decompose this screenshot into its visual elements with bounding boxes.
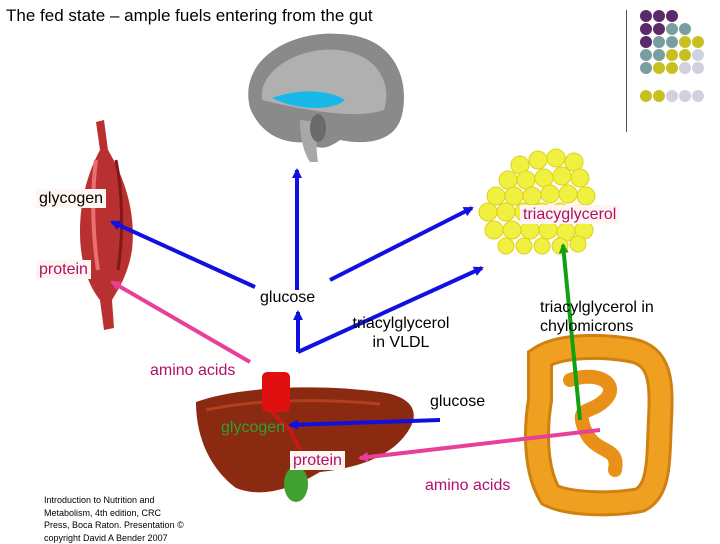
arrow-amino-acids-to-muscle bbox=[112, 282, 250, 362]
arrow-glucose-to-adipose bbox=[330, 208, 472, 280]
label-tag-chylo-line1: triacylglycerol in bbox=[540, 298, 654, 317]
label-tag-vldl-line1: triacylglycerol bbox=[336, 314, 466, 333]
label-glycogen-muscle: glycogen bbox=[36, 189, 106, 208]
label-tag-vldl-line2: in VLDL bbox=[336, 333, 466, 352]
credit-line3: Press, Boca Raton. Presentation © bbox=[44, 519, 204, 532]
label-glycogen-liver: glycogen bbox=[218, 418, 288, 437]
label-tag-chylomicrons: triacylglycerol in chylomicrons bbox=[540, 298, 654, 336]
adipose-tissue-illustration bbox=[479, 149, 595, 254]
label-glucose-upper: glucose bbox=[260, 288, 315, 307]
label-glucose-lower: glucose bbox=[430, 392, 485, 411]
label-amino-acids-lower: amino acids bbox=[425, 476, 510, 495]
arrow-glucose-to-muscle-glycogen bbox=[112, 222, 255, 287]
brain-illustration bbox=[248, 34, 404, 162]
liver-illustration bbox=[196, 372, 414, 502]
intestine-illustration bbox=[537, 347, 661, 503]
label-triacylglycerol-adipose: triacyglycerol bbox=[520, 205, 619, 224]
label-tag-vldl: triacylglycerol in VLDL bbox=[336, 314, 466, 352]
label-protein-muscle: protein bbox=[36, 260, 91, 279]
label-protein-liver: protein bbox=[290, 451, 345, 470]
credit-line2: Metabolism, 4th edition, CRC bbox=[44, 507, 204, 520]
credit-line1: Introduction to Nutrition and bbox=[44, 494, 204, 507]
credit-line4: copyright David A Bender 2007 bbox=[44, 532, 204, 544]
muscle-illustration bbox=[80, 120, 133, 330]
credit-text: Introduction to Nutrition and Metabolism… bbox=[44, 494, 204, 544]
label-amino-acids-upper: amino acids bbox=[150, 361, 235, 380]
label-tag-chylo-line2: chylomicrons bbox=[540, 317, 654, 336]
